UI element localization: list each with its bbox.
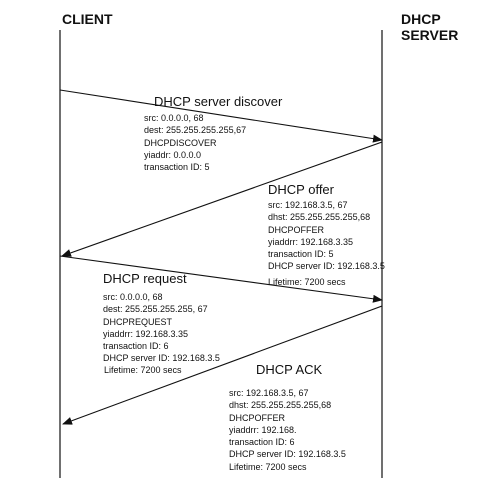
ack-field: DHCPOFFER bbox=[229, 412, 285, 423]
discover-field: DHCPDISCOVER bbox=[144, 137, 217, 148]
request-fields: src: 0.0.0.0, 68 dest: 255.255.255.255, … bbox=[103, 291, 220, 365]
offer-title: DHCP offer bbox=[268, 182, 334, 197]
discover-field: yiaddr: 0.0.0.0 bbox=[144, 149, 202, 160]
offer-field: yiaddrr: 192.168.3.35 bbox=[268, 236, 354, 247]
discover-field: dest: 255.255.255.255,67 bbox=[144, 125, 247, 136]
server-header: DHCP SERVER bbox=[401, 11, 459, 43]
ack-arrow bbox=[62, 305, 383, 425]
ack-title: DHCP ACK bbox=[256, 362, 323, 377]
offer-lifetime: Lifetime: 7200 secs bbox=[268, 277, 346, 287]
offer-field: dhst: 255.255.255.255,68 bbox=[268, 212, 371, 223]
ack-field: Lifetime: 7200 secs bbox=[229, 461, 307, 472]
client-header: CLIENT bbox=[62, 11, 113, 27]
offer-arrow bbox=[61, 141, 383, 257]
request-field: dest: 255.255.255.255, 67 bbox=[103, 304, 208, 315]
ack-field: src: 192.168.3.5, 67 bbox=[229, 388, 309, 398]
offer-field: transaction ID: 5 bbox=[268, 249, 334, 260]
ack-field: dhst: 255.255.255.255,68 bbox=[229, 400, 332, 411]
offer-fields: src: 192.168.3.5, 67 dhst: 255.255.255.2… bbox=[268, 199, 385, 273]
ack-fields: src: 192.168.3.5, 67 dhst: 255.255.255.2… bbox=[229, 387, 346, 473]
offer-field: DHCPOFFER bbox=[268, 224, 324, 235]
request-title: DHCP request bbox=[103, 271, 187, 286]
request-arrow bbox=[59, 255, 383, 303]
request-field: DHCPREQUEST bbox=[103, 316, 173, 327]
request-field: transaction ID: 6 bbox=[103, 341, 169, 352]
discover-arrow bbox=[59, 89, 383, 143]
ack-field: yiaddrr: 192.168. bbox=[229, 424, 297, 435]
offer-field: src: 192.168.3.5, 67 bbox=[268, 200, 348, 210]
request-field: DHCP server ID: 192.168.3.5 bbox=[103, 353, 220, 364]
offer-field: DHCP server ID: 192.168.3.5 bbox=[268, 261, 385, 272]
discover-field: src: 0.0.0.0, 68 bbox=[144, 113, 204, 123]
discover-title: DHCP server discover bbox=[154, 94, 283, 109]
request-lifetime: Lifetime: 7200 secs bbox=[104, 365, 182, 375]
request-field: yiaddrr: 192.168.3.35 bbox=[103, 328, 189, 339]
ack-field: DHCP server ID: 192.168.3.5 bbox=[229, 449, 346, 460]
request-field: src: 0.0.0.0, 68 bbox=[103, 292, 163, 302]
discover-fields: src: 0.0.0.0, 68 dest: 255.255.255.255,6… bbox=[144, 112, 246, 173]
discover-field: transaction ID: 5 bbox=[144, 162, 210, 173]
ack-field: transaction ID: 6 bbox=[229, 437, 295, 448]
